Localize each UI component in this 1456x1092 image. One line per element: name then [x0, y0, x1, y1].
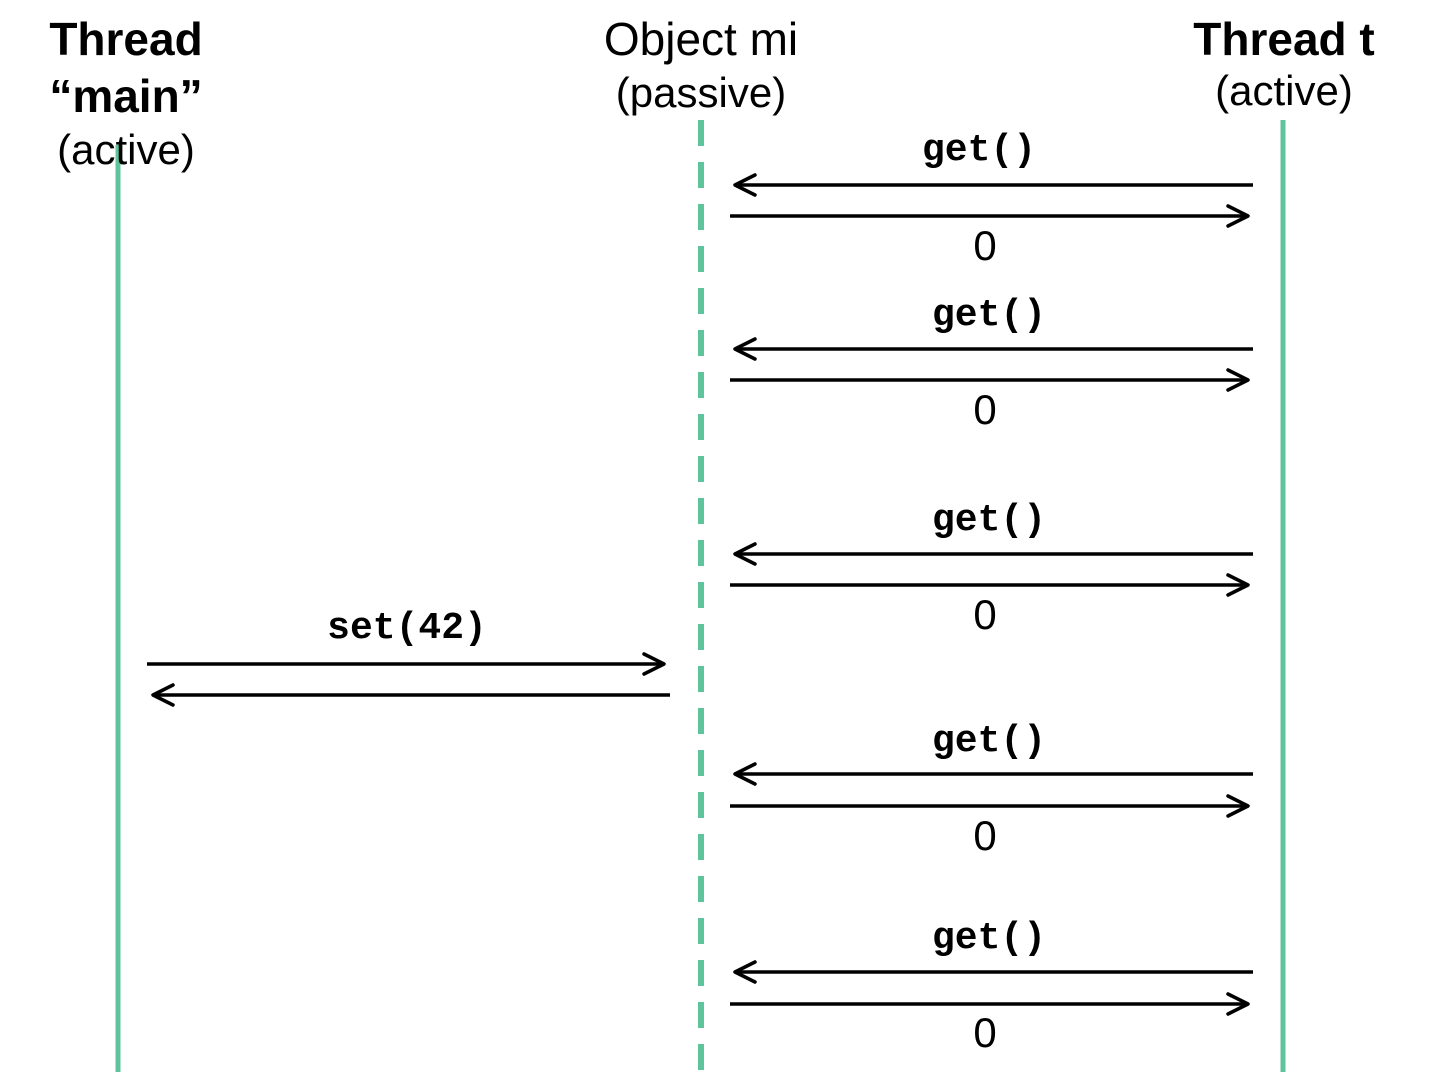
return-arrow-head [1226, 992, 1250, 1016]
return-arrow-head [1226, 794, 1250, 818]
call-arrow-head [642, 652, 666, 676]
call-arrow-head [733, 542, 757, 566]
call-arrow-head [733, 960, 757, 984]
participant-thread-t: Thread t (active) [1193, 13, 1374, 114]
return-label: 0 [973, 591, 996, 638]
return-label: 0 [973, 386, 996, 433]
return-arrow-head [1226, 204, 1250, 228]
call-arrow-head [733, 337, 757, 361]
call-label: get() [932, 499, 1046, 542]
call-label: get() [932, 917, 1046, 960]
participant-thread-t-title: Thread t [1193, 13, 1374, 65]
call-arrow-head [733, 762, 757, 786]
call-label: set(42) [327, 607, 487, 650]
return-label: 0 [973, 222, 996, 269]
call-label: get() [922, 129, 1036, 172]
message-get-4: get() 0 [730, 720, 1253, 859]
message-get-2: get() 0 [730, 294, 1253, 433]
participant-object-subtitle: (passive) [616, 69, 786, 116]
return-label: 0 [973, 1009, 996, 1056]
call-arrow-head [733, 173, 757, 197]
participant-object-mi: Object mi (passive) [604, 13, 798, 116]
return-arrow-head [151, 683, 175, 707]
message-get-5: get() 0 [730, 917, 1253, 1056]
participant-main-title-line1: Thread [49, 13, 202, 65]
participant-thread-t-subtitle: (active) [1215, 67, 1353, 114]
participant-main-subtitle: (active) [57, 126, 195, 173]
message-get-3: get() 0 [730, 499, 1253, 638]
return-label: 0 [973, 812, 996, 859]
participant-main-title-line2: “main” [49, 70, 202, 122]
participant-object-title: Object mi [604, 13, 798, 65]
message-set-42: set(42) [147, 607, 670, 707]
return-arrow-head [1226, 573, 1250, 597]
return-arrow-head [1226, 368, 1250, 392]
message-get-1: get() 0 [730, 129, 1253, 269]
call-label: get() [932, 294, 1046, 337]
call-label: get() [932, 720, 1046, 763]
participant-main: Thread “main” (active) [49, 13, 202, 173]
